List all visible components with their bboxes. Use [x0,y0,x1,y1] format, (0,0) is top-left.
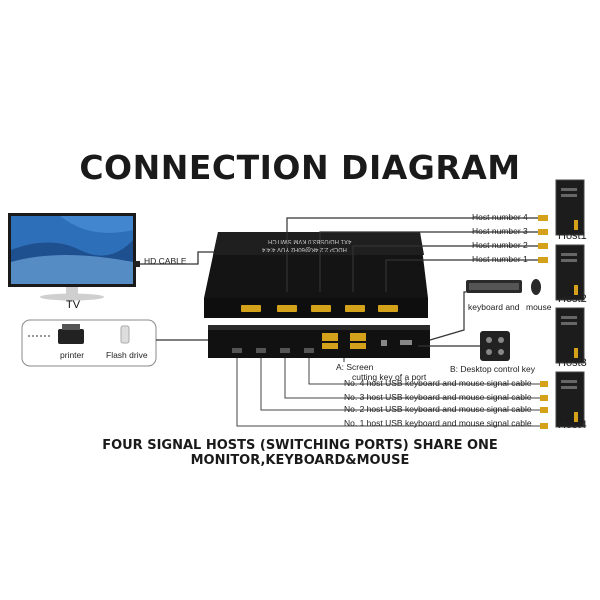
host-number-1-label: Host number 1 [472,254,528,264]
host3-label: Host3 [558,357,587,369]
printer-label: printer [60,350,85,360]
host-towers [555,179,585,428]
tv-icon [8,213,136,301]
kvm-switch-front [208,325,430,358]
keyboard-label: keyboard and [468,302,520,312]
usb-cable-connectors [540,381,548,429]
usb-cable-1-label: No. 1 host USB keyboard and mouse signal… [344,418,532,428]
peripheral-box [21,319,208,367]
key-a-label-2: cutting key of a port [352,372,427,382]
usb-cables [236,358,540,427]
usb-cable-4-label: No. 4 host USB keyboard and mouse signal… [344,378,532,388]
diagram-title: CONNECTION DIAGRAM [79,148,521,187]
diagram-footer: FOUR SIGNAL HOSTS (SWITCHING PORTS) SHAR… [102,438,498,468]
tv-label: TV [66,299,81,311]
hd-cable-label: HD CABLE [144,256,187,266]
usb-cable-3-label: No. 3 host USB keyboard and mouse signal… [344,392,532,402]
usb-cable-2-label: No. 2 host USB keyboard and mouse signal… [344,404,532,414]
switch-model-label: 4X1 HD/USB3.0 KVM SWITCH [268,238,352,244]
mouse-label: mouse [526,302,552,312]
host-number-3-label: Host number 3 [472,226,528,236]
flash-drive-label: Flash drive [106,350,148,360]
keyboard-mouse-icon [429,279,541,341]
host-number-4-label: Host number 4 [472,212,528,222]
kvm-switch-top [204,232,428,318]
desktop-control-key-icon [418,331,510,361]
host4-label: Host4 [558,419,587,431]
host1-label: Host1 [558,230,587,242]
key-a-label: A: Screen [336,362,374,372]
host-hdmi-cables [286,217,548,292]
host-number-2-label: Host number 2 [472,240,528,250]
switch-spec-label: HDCP 2.2 4K@60Hz YUV 4:4:4 [262,246,347,252]
host-cable-connectors [538,215,548,263]
key-b-label: B: Desktop control key [450,364,536,374]
host2-label: Host2 [558,293,587,305]
